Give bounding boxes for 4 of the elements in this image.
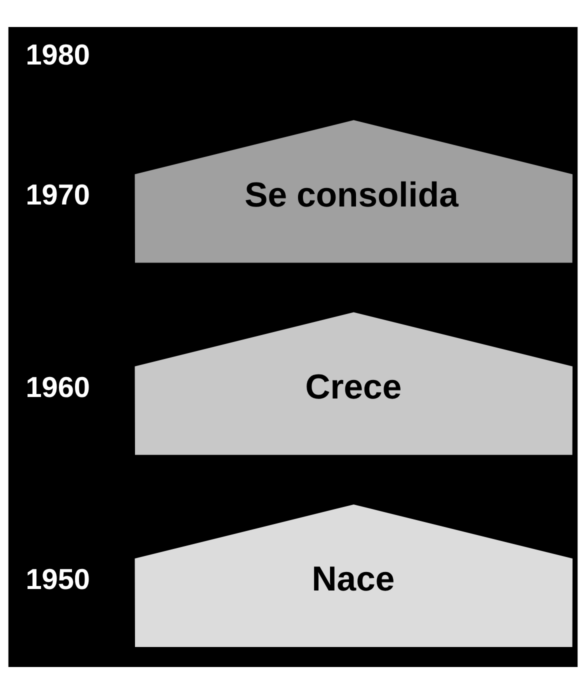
label: 1950	[26, 564, 90, 596]
label: 1960	[26, 372, 90, 404]
label: 1970	[26, 180, 90, 212]
label: 1980	[26, 40, 90, 72]
